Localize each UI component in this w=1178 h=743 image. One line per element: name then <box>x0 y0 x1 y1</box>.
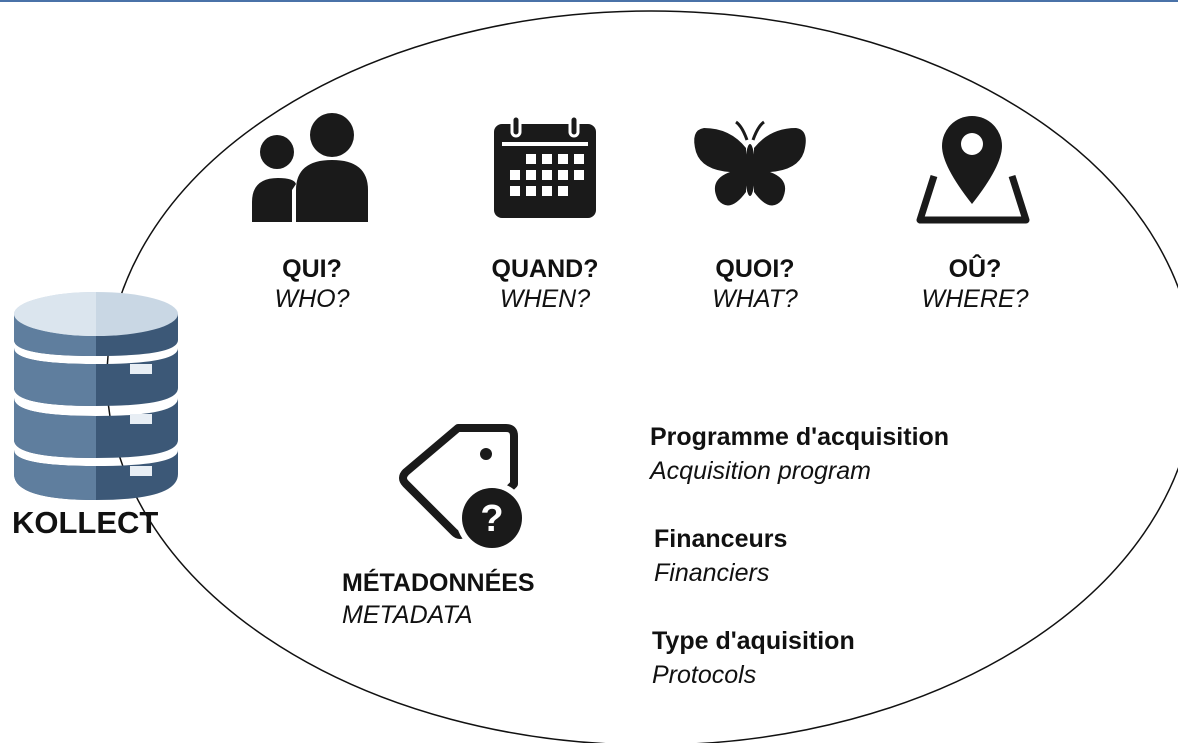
what-fr: QUOI? <box>715 255 795 283</box>
metadata-label: MÉTADONNÉES METADATA <box>342 567 535 631</box>
metadata-en: METADATA <box>342 601 473 629</box>
who-label: QUI? WHO? <box>212 254 412 314</box>
svg-text:?: ? <box>480 498 503 540</box>
calendar-icon <box>494 114 596 218</box>
when-fr: QUAND? <box>491 255 599 283</box>
field-financiers: Financeurs Financiers <box>654 522 787 590</box>
map-pin-icon <box>916 116 1030 224</box>
what-label: QUOI? WHAT? <box>655 254 855 314</box>
field-financiers-fr: Financeurs <box>654 525 788 553</box>
top-border-line <box>0 0 1178 2</box>
metadata-fr: MÉTADONNÉES <box>342 569 535 597</box>
when-label: QUAND? WHEN? <box>445 254 645 314</box>
field-acquisition-type-en: Protocols <box>652 661 757 689</box>
who-en: WHO? <box>274 285 350 313</box>
who-fr: QUI? <box>282 255 342 283</box>
database-label: KOLLECT <box>12 505 159 540</box>
butterfly-icon <box>694 120 806 206</box>
where-en: WHERE? <box>921 285 1029 313</box>
field-acquisition-program-fr: Programme d'acquisition <box>650 423 950 451</box>
field-acquisition-program-en: Acquisition program <box>650 457 871 485</box>
field-acquisition-type: Type d'aquisition Protocols <box>652 624 855 692</box>
people-icon <box>252 113 368 222</box>
field-acquisition-program: Programme d'acquisition Acquisition prog… <box>650 420 949 488</box>
when-en: WHEN? <box>499 285 591 313</box>
field-financiers-en: Financiers <box>654 559 770 587</box>
database-icon <box>14 292 178 500</box>
field-acquisition-type-fr: Type d'aquisition <box>652 627 855 655</box>
tag-question-icon: ? <box>399 424 528 554</box>
where-label: OÛ? WHERE? <box>875 254 1075 314</box>
what-en: WHAT? <box>712 285 798 313</box>
where-fr: OÛ? <box>948 255 1002 283</box>
